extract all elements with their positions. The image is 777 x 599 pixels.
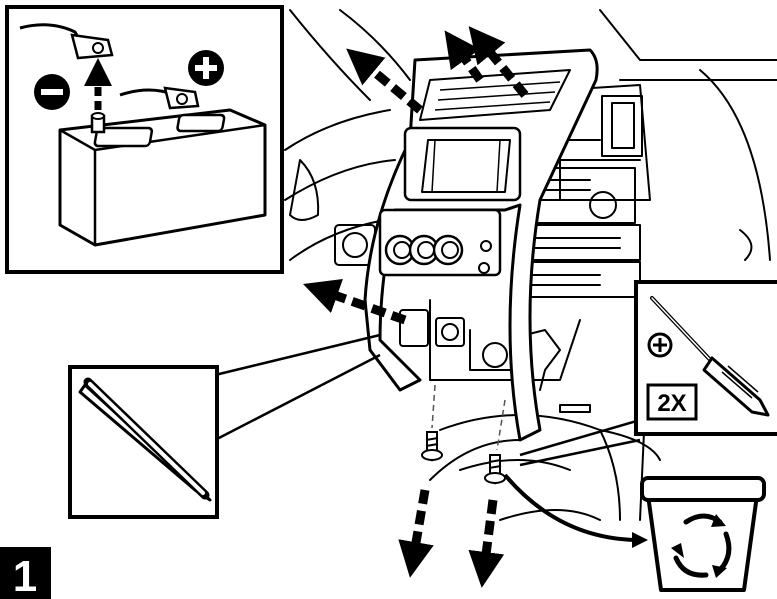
- positive-terminal-icon: [188, 50, 224, 86]
- trim-tool-inset: [70, 335, 380, 517]
- tool-inset: 2X: [520, 282, 777, 465]
- screw-left: [422, 432, 442, 460]
- battery-inset: [7, 7, 282, 272]
- recycle-bin-icon: [642, 478, 764, 590]
- quantity-badge: 2X: [648, 385, 696, 419]
- step-number: 1: [13, 552, 37, 599]
- center-bezel: [365, 50, 597, 440]
- phillips-head-icon: [649, 334, 671, 356]
- negative-terminal-icon: [34, 74, 70, 110]
- step-badge: 1: [0, 547, 51, 599]
- screw-removal-arrows: [413, 490, 493, 570]
- quantity-label: 2X: [657, 390, 686, 417]
- screw-right: [485, 455, 505, 483]
